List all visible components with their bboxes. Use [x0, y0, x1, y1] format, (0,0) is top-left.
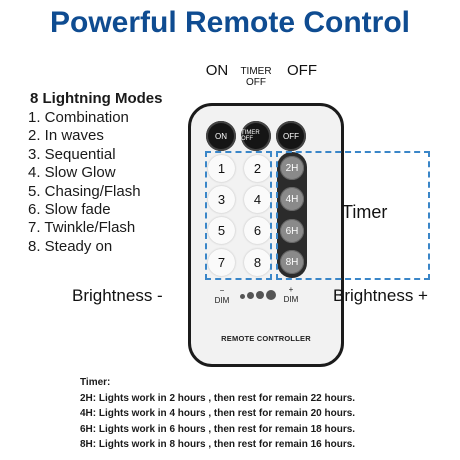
page-title: Powerful Remote Control	[49, 6, 410, 39]
brightness-plus-label: Brightness +	[333, 286, 428, 305]
timer-2h-button[interactable]: 2H	[280, 156, 304, 180]
mode-button-6[interactable]: 6	[244, 217, 271, 244]
mode-item: 7. Twinkle/Flash	[28, 219, 136, 237]
mode-item: 2. In waves	[28, 127, 104, 145]
dim-plus-sign: +	[288, 285, 294, 294]
timer-off-button[interactable]: TIMER OFF	[241, 121, 271, 151]
timer-6h-button[interactable]: 6H	[280, 219, 304, 243]
off-button[interactable]: OFF	[276, 121, 306, 151]
timer-notes-heading: Timer:	[80, 377, 111, 388]
modes-heading: 8 Lightning Modes	[30, 90, 163, 107]
dim-minus-sign: −	[219, 286, 225, 295]
dim-plus-label: DIM	[283, 295, 299, 304]
brightness-dot	[266, 290, 276, 300]
brightness-dot	[247, 292, 254, 299]
remote-brand-label: REMOTE CONTROLLER	[221, 334, 311, 343]
mode-item: 5. Chasing/Flash	[28, 182, 141, 200]
timer-off-label: TIMER OFF	[240, 66, 272, 88]
mode-item: 3. Sequential	[28, 145, 116, 163]
timer-note-line: 4H: Lights work in 4 hours , then rest f…	[80, 408, 356, 419]
timer-note-line: 8H: Lights work in 8 hours , then rest f…	[80, 439, 356, 450]
timer-8h-button[interactable]: 8H	[280, 250, 304, 274]
brightness-minus-label: Brightness -	[72, 286, 163, 305]
on-label: ON	[205, 62, 229, 79]
mode-button-4[interactable]: 4	[244, 186, 271, 213]
mode-button-1[interactable]: 1	[208, 155, 235, 182]
mode-button-7[interactable]: 7	[208, 249, 235, 276]
on-button[interactable]: ON	[206, 121, 236, 151]
timer-notes: Timer: 2H: Lights work in 2 hours , then…	[80, 375, 355, 453]
brightness-dot	[256, 291, 264, 299]
mode-item: 8. Steady on	[28, 237, 113, 255]
mode-button-8[interactable]: 8	[244, 249, 271, 276]
dim-plus-button[interactable]: + DIM	[280, 286, 302, 306]
timer-highlight-box	[276, 151, 430, 280]
timer-4h-button[interactable]: 4H	[280, 187, 304, 211]
off-label: OFF	[287, 62, 317, 79]
timer-note-line: 2H: Lights work in 2 hours , then rest f…	[80, 392, 356, 404]
dim-minus-button[interactable]: − DIM	[211, 287, 233, 307]
mode-button-3[interactable]: 3	[208, 186, 235, 213]
timer-note-line: 6H: Lights work in 6 hours , then rest f…	[80, 423, 356, 435]
mode-buttons-highlight-box	[205, 151, 272, 280]
mode-item: 1. Combination	[28, 109, 129, 126]
modes-list: 1. Combination 2. In waves 3. Sequential…	[28, 109, 141, 256]
mode-item: 4. Slow Glow	[28, 164, 116, 182]
mode-item: 6. Slow fade	[28, 201, 111, 219]
timer-label: Timer	[342, 202, 388, 222]
mode-button-2[interactable]: 2	[244, 155, 271, 182]
brightness-dot	[240, 294, 245, 299]
dim-minus-label: DIM	[214, 296, 230, 305]
mode-button-5[interactable]: 5	[208, 217, 235, 244]
